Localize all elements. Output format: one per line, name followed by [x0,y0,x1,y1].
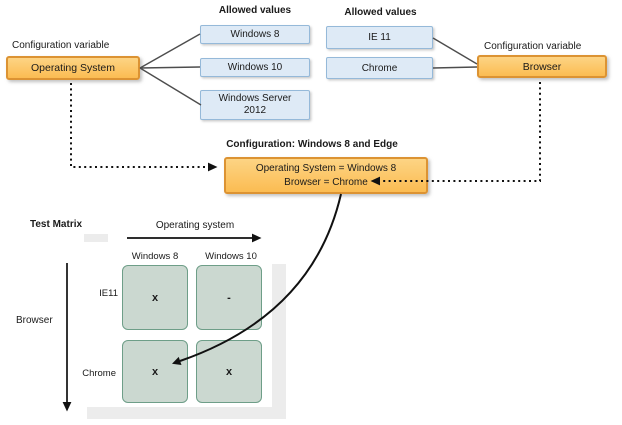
line-os-windows8 [139,33,201,69]
configuration-line2: Browser = Chrome [284,176,368,188]
line-os-server2012 [139,67,202,106]
column-header-windows10: Windows 10 [205,251,257,262]
cell-value: x [225,365,233,378]
cell-value: x [151,291,159,304]
row-label-chrome: Chrome [82,368,116,379]
y-axis-arrowhead-icon [62,402,72,412]
value-windows10-label: Windows 10 [227,62,283,73]
value-ie11-label: IE 11 [368,32,391,43]
browser-box: Browser [477,55,607,78]
config-variable-label-os: Configuration variable [12,40,110,51]
arrowhead-right-icon [208,162,218,172]
configuration-line1: Operating System = Windows 8 [255,162,397,174]
matrix-cell-ie11-windows8: x [122,265,188,330]
browser-box-label: Browser [522,60,562,73]
row-label-ie11: IE11 [99,288,118,299]
x-axis-arrowhead-icon [252,233,262,243]
matrix-cell-chrome-windows8: x [122,340,188,403]
line-ie11-browser [432,37,478,65]
allowed-values-heading-browser: Allowed values [344,7,417,18]
config-variable-label-browser: Configuration variable [484,41,582,52]
value-windows8-label: Windows 8 [230,29,280,40]
value-box-ie11: IE 11 [326,26,433,49]
operating-system-box: Operating System [6,56,140,80]
title-shadow [84,234,108,242]
value-chrome-label: Chrome [361,62,398,74]
column-header-windows8: Windows 8 [131,251,179,262]
matrix-cell-chrome-windows10: x [196,340,262,403]
dotted-arrow-os-to-config [70,83,208,168]
allowed-values-heading-os: Allowed values [218,5,292,16]
matrix-cell-ie11-windows10: - [196,265,262,330]
x-axis-label: Operating system [155,220,235,231]
test-matrix-title: Test Matrix [30,219,83,230]
value-box-windows8: Windows 8 [200,25,310,44]
cell-value: x [151,365,159,378]
cell-value: - [227,291,231,304]
y-axis-label: Browser [16,315,53,326]
line-chrome-browser [432,66,478,69]
value-box-windows-server: Windows Server 2012 [200,90,310,120]
value-windows-server-label: Windows Server 2012 [218,93,292,116]
value-box-chrome: Chrome [326,57,433,79]
configuration-heading: Configuration: Windows 8 and Edge [226,139,398,150]
value-box-windows10: Windows 10 [200,58,310,77]
operating-system-box-label: Operating System [30,62,116,74]
line-os-windows10 [139,66,201,69]
configuration-box: Operating System = Windows 8 Browser = C… [224,157,428,194]
